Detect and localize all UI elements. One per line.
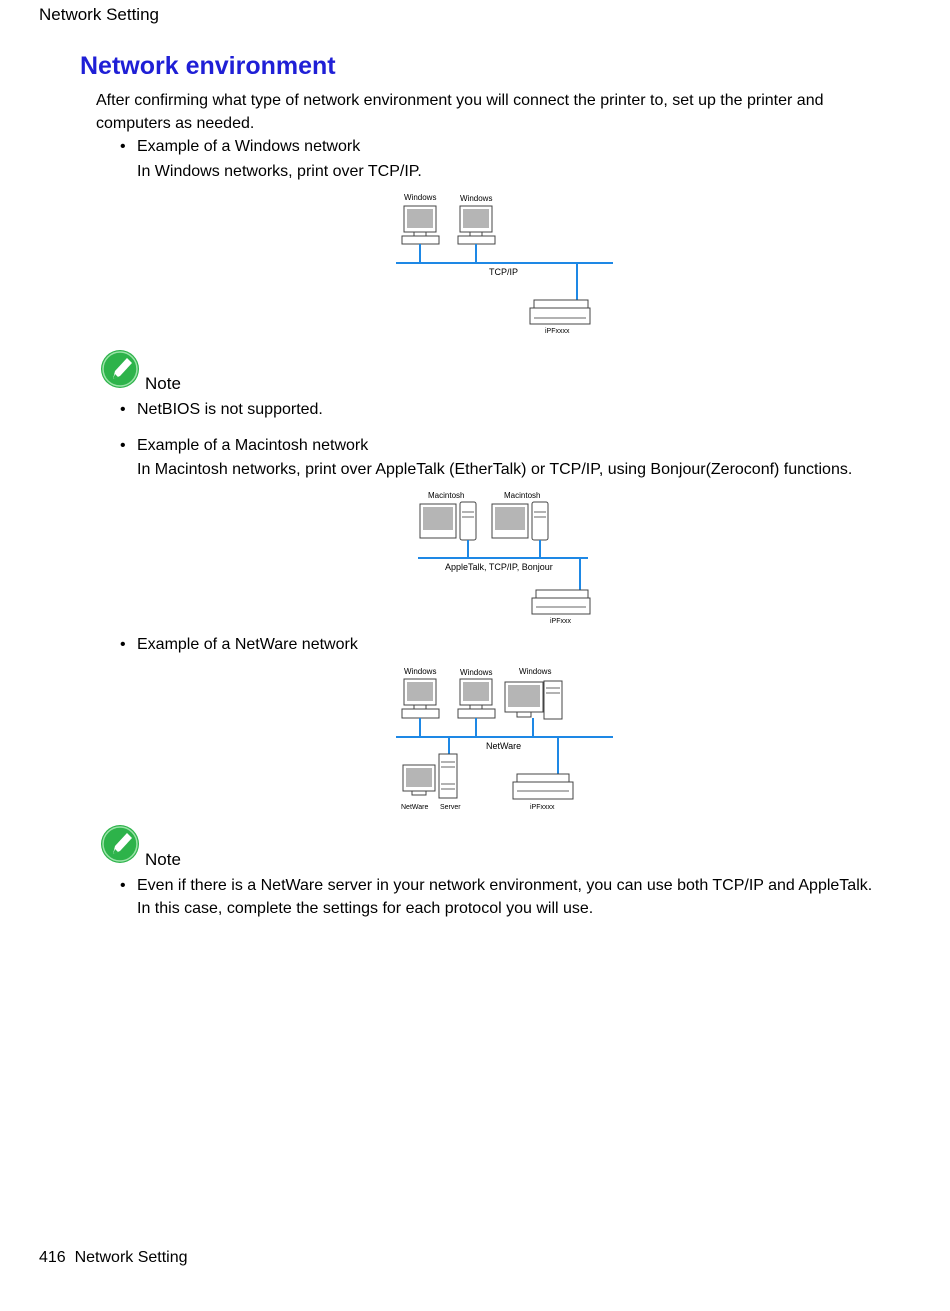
- page-header: Network Setting: [39, 5, 159, 24]
- note1-item: NetBIOS is not supported.: [137, 401, 323, 418]
- windows-pc-2: Windows: [457, 194, 496, 245]
- mac-label: Macintosh: [428, 491, 464, 500]
- note2-line-2: In this case, complete the settings for …: [137, 900, 594, 917]
- netware-server: NetWare Server: [401, 753, 461, 811]
- netware-example-heading: Example of a NetWare network: [137, 636, 358, 653]
- network-label: TCP/IP: [489, 267, 518, 277]
- windows-example-heading: Example of a Windows network: [137, 138, 361, 155]
- printer-label: iPFxxxx: [545, 328, 570, 335]
- server-label-left: NetWare: [401, 804, 428, 811]
- bullet-icon: •: [120, 877, 126, 894]
- network-label: AppleTalk, TCP/IP, Bonjour: [445, 562, 553, 572]
- windows-network-diagram: Windows Windows TCP/IP iPFxxxx: [396, 193, 613, 335]
- page-number: 416: [39, 1249, 66, 1266]
- netware-network-diagram: Windows Windows Windows NetWare: [396, 667, 613, 811]
- printer: iPFxxxx: [529, 299, 591, 335]
- pencil-note-icon: [101, 825, 139, 863]
- network-label: NetWare: [486, 741, 521, 751]
- mac-example-desc: In Macintosh networks, print over AppleT…: [137, 461, 853, 478]
- windows-pc-2: Windows: [457, 668, 496, 719]
- windows-pc-1: Windows: [401, 193, 440, 245]
- mac-1: Macintosh: [419, 491, 477, 541]
- note2-line-1: Even if there is a NetWare server in you…: [137, 877, 873, 894]
- printer: iPFxxx: [531, 589, 591, 625]
- pc-label: Windows: [404, 667, 436, 676]
- mac-example-heading: Example of a Macintosh network: [137, 437, 369, 454]
- mac-2: Macintosh: [491, 491, 549, 541]
- bullet-icon: •: [120, 401, 126, 418]
- windows-pc-3: Windows: [504, 667, 563, 720]
- footer-section: Network Setting: [74, 1249, 188, 1266]
- server-label-right: Server: [440, 804, 461, 811]
- page-title: Network environment: [80, 52, 336, 80]
- bullet-icon: •: [120, 636, 126, 653]
- bullet-icon: •: [120, 138, 126, 155]
- windows-example-desc: In Windows networks, print over TCP/IP.: [137, 163, 422, 180]
- windows-pc-1: Windows: [401, 667, 440, 719]
- printer: iPFxxxx: [512, 773, 574, 811]
- pc-label: Windows: [519, 667, 551, 676]
- pencil-note-icon: [101, 350, 139, 388]
- mac-label: Macintosh: [504, 491, 540, 500]
- note-label: Note: [145, 850, 181, 869]
- intro-line-2: computers as needed.: [96, 115, 255, 132]
- mac-network-diagram: Macintosh Macintosh AppleTalk, TCP/IP, B…: [418, 491, 591, 625]
- pc-label: Windows: [460, 194, 492, 203]
- printer-label: iPFxxx: [550, 618, 572, 625]
- printer-label: iPFxxxx: [530, 804, 555, 811]
- page-footer: 416 Network Setting: [39, 1249, 188, 1267]
- note-label: Note: [145, 374, 181, 393]
- pc-label: Windows: [460, 668, 492, 677]
- pc-label: Windows: [404, 193, 436, 202]
- intro-line-1: After confirming what type of network en…: [96, 92, 824, 109]
- bullet-icon: •: [120, 437, 126, 454]
